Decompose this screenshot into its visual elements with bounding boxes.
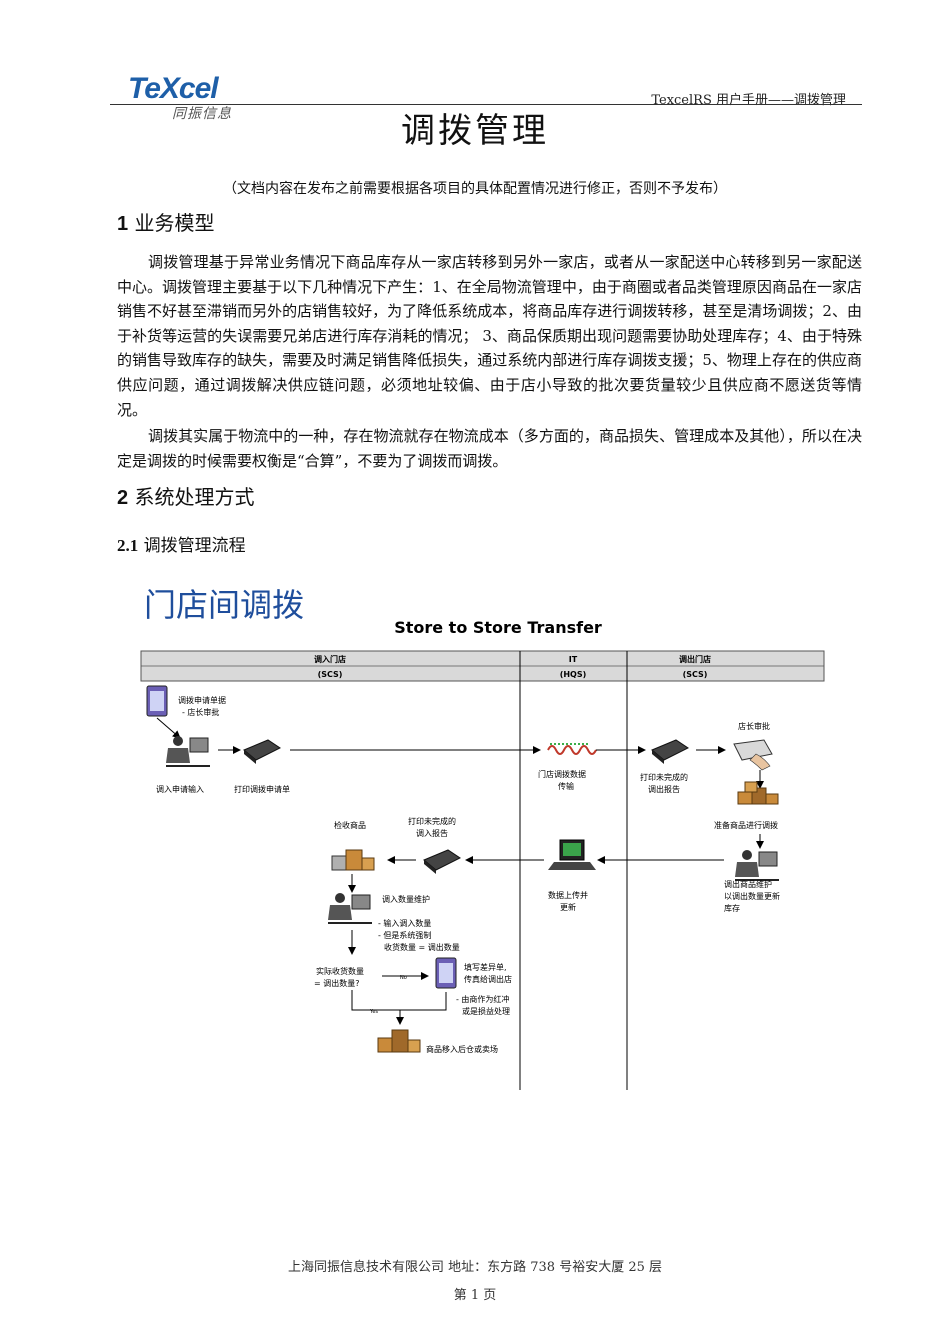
- paragraph: 调拨其实属于物流中的一种，存在物流就存在物流成本（多方面的，商品损失、管理成本及…: [117, 427, 862, 470]
- diagram-label: 库存: [724, 903, 740, 913]
- diagram-label: 调入数量维护: [382, 894, 430, 904]
- diagram-cn-title: 门店间调拨: [144, 586, 304, 624]
- diagram-label: 店长审批: [738, 721, 770, 731]
- section-title: 调拨管理流程: [143, 536, 246, 556]
- decision-no: No: [400, 975, 407, 981]
- goods-boxes-icon: [377, 1029, 421, 1053]
- diagram-label: 检收商品: [334, 820, 366, 830]
- transfer-flow-diagram: 门店间调拨 Store to Store Transfer 调入门店 (SCS)…: [140, 586, 825, 1090]
- page-footer: 上海同振信息技术有限公司 地址：东方路 738 号裕安大厦 25 层: [287, 1260, 663, 1275]
- diagram-label: - 由商作为红冲: [456, 994, 509, 1004]
- lane-name: 调入门店: [314, 654, 346, 664]
- lane-code: (HQS): [560, 670, 587, 679]
- diagram-label: 传真给调出店: [464, 974, 512, 984]
- person-at-desk-icon: [328, 893, 372, 924]
- printer-icon: [651, 739, 689, 764]
- lane-code: (SCS): [683, 670, 708, 679]
- computer-icon: [548, 839, 596, 870]
- diagram-label: 调拨申请单据: [178, 695, 226, 705]
- diagram-label: - 但是系统强制: [378, 930, 431, 940]
- diagram-label: 数据上传并: [548, 890, 588, 900]
- diagram-label: 打印调拨申请单: [234, 784, 290, 794]
- data-signal-icon: [547, 743, 597, 755]
- diagram-label: 收货数量 = 调出数量: [384, 942, 460, 952]
- form-icon: [435, 957, 457, 989]
- diagram-label: 更新: [560, 902, 576, 912]
- diagram-label: 传输: [558, 781, 574, 791]
- printer-icon: [243, 739, 281, 764]
- hand-document-icon: [733, 739, 773, 771]
- diagram-label: 调出商品维护: [724, 879, 772, 889]
- publish-note: （文档内容在发布之前需要根据各项目的具体配置情况进行修正，否则不予发布）: [223, 181, 727, 197]
- diagram-label: 门店调拨数据: [538, 769, 586, 779]
- diagram-en-title: Store to Store Transfer: [394, 618, 602, 637]
- header-rule: [110, 104, 862, 105]
- lane-code: (SCS): [318, 670, 343, 679]
- diagram-label: 打印未完成的: [408, 816, 456, 826]
- diagram-label: 调入报告: [416, 828, 448, 838]
- form-icon: [146, 685, 168, 717]
- diagram-label: 填写差异单,: [464, 962, 507, 972]
- diagram-label: 调入申请输入: [156, 784, 204, 794]
- diagram-label: - 店长审批: [182, 707, 219, 717]
- goods-boxes-icon: [331, 849, 375, 871]
- section-2-1-heading: 2.1 调拨管理流程: [117, 531, 246, 556]
- paragraph: 调拨管理基于异常业务情况下商品库存从一家店转移到另外一家店，或者从一家配送中心转…: [117, 253, 862, 419]
- diagram-label: 以调出数量更新: [724, 891, 780, 901]
- section-title: 系统处理方式: [134, 485, 255, 509]
- section-number: 1: [117, 213, 129, 235]
- diagram-label: - 输入调入数量: [378, 918, 431, 928]
- section-2-heading: 2 系统处理方式: [117, 481, 254, 510]
- section-title: 业务模型: [134, 211, 215, 235]
- printer-icon: [423, 849, 461, 874]
- page-title: 调拨管理: [401, 111, 549, 151]
- diagram-label: 或是损益处理: [462, 1006, 510, 1016]
- lane-name: IT: [569, 655, 578, 664]
- diagram-label: 打印未完成的: [640, 772, 688, 782]
- section-number: 2.1: [117, 536, 139, 555]
- lane-name: 调出门店: [679, 654, 711, 664]
- diagram-label: 准备商品进行调拨: [714, 820, 778, 830]
- decision-yes: Yes: [369, 1009, 378, 1015]
- diagram-label: = 调出数量?: [314, 978, 360, 988]
- diagram-label: 调出报告: [648, 784, 680, 794]
- person-at-desk-icon: [166, 736, 210, 767]
- diagram-label: 商品移入后仓或卖场: [426, 1044, 498, 1054]
- page-number: 第 1 页: [453, 1288, 497, 1303]
- section-number: 2: [117, 487, 129, 509]
- diagram-label: 实际收货数量: [316, 966, 364, 976]
- person-at-desk-icon: [735, 850, 779, 881]
- goods-boxes-icon: [737, 781, 779, 805]
- section-1-heading: 1 业务模型: [117, 207, 214, 236]
- company-logo: TeXcel: [128, 72, 219, 105]
- company-logo-subtitle: 同振信息: [172, 106, 232, 122]
